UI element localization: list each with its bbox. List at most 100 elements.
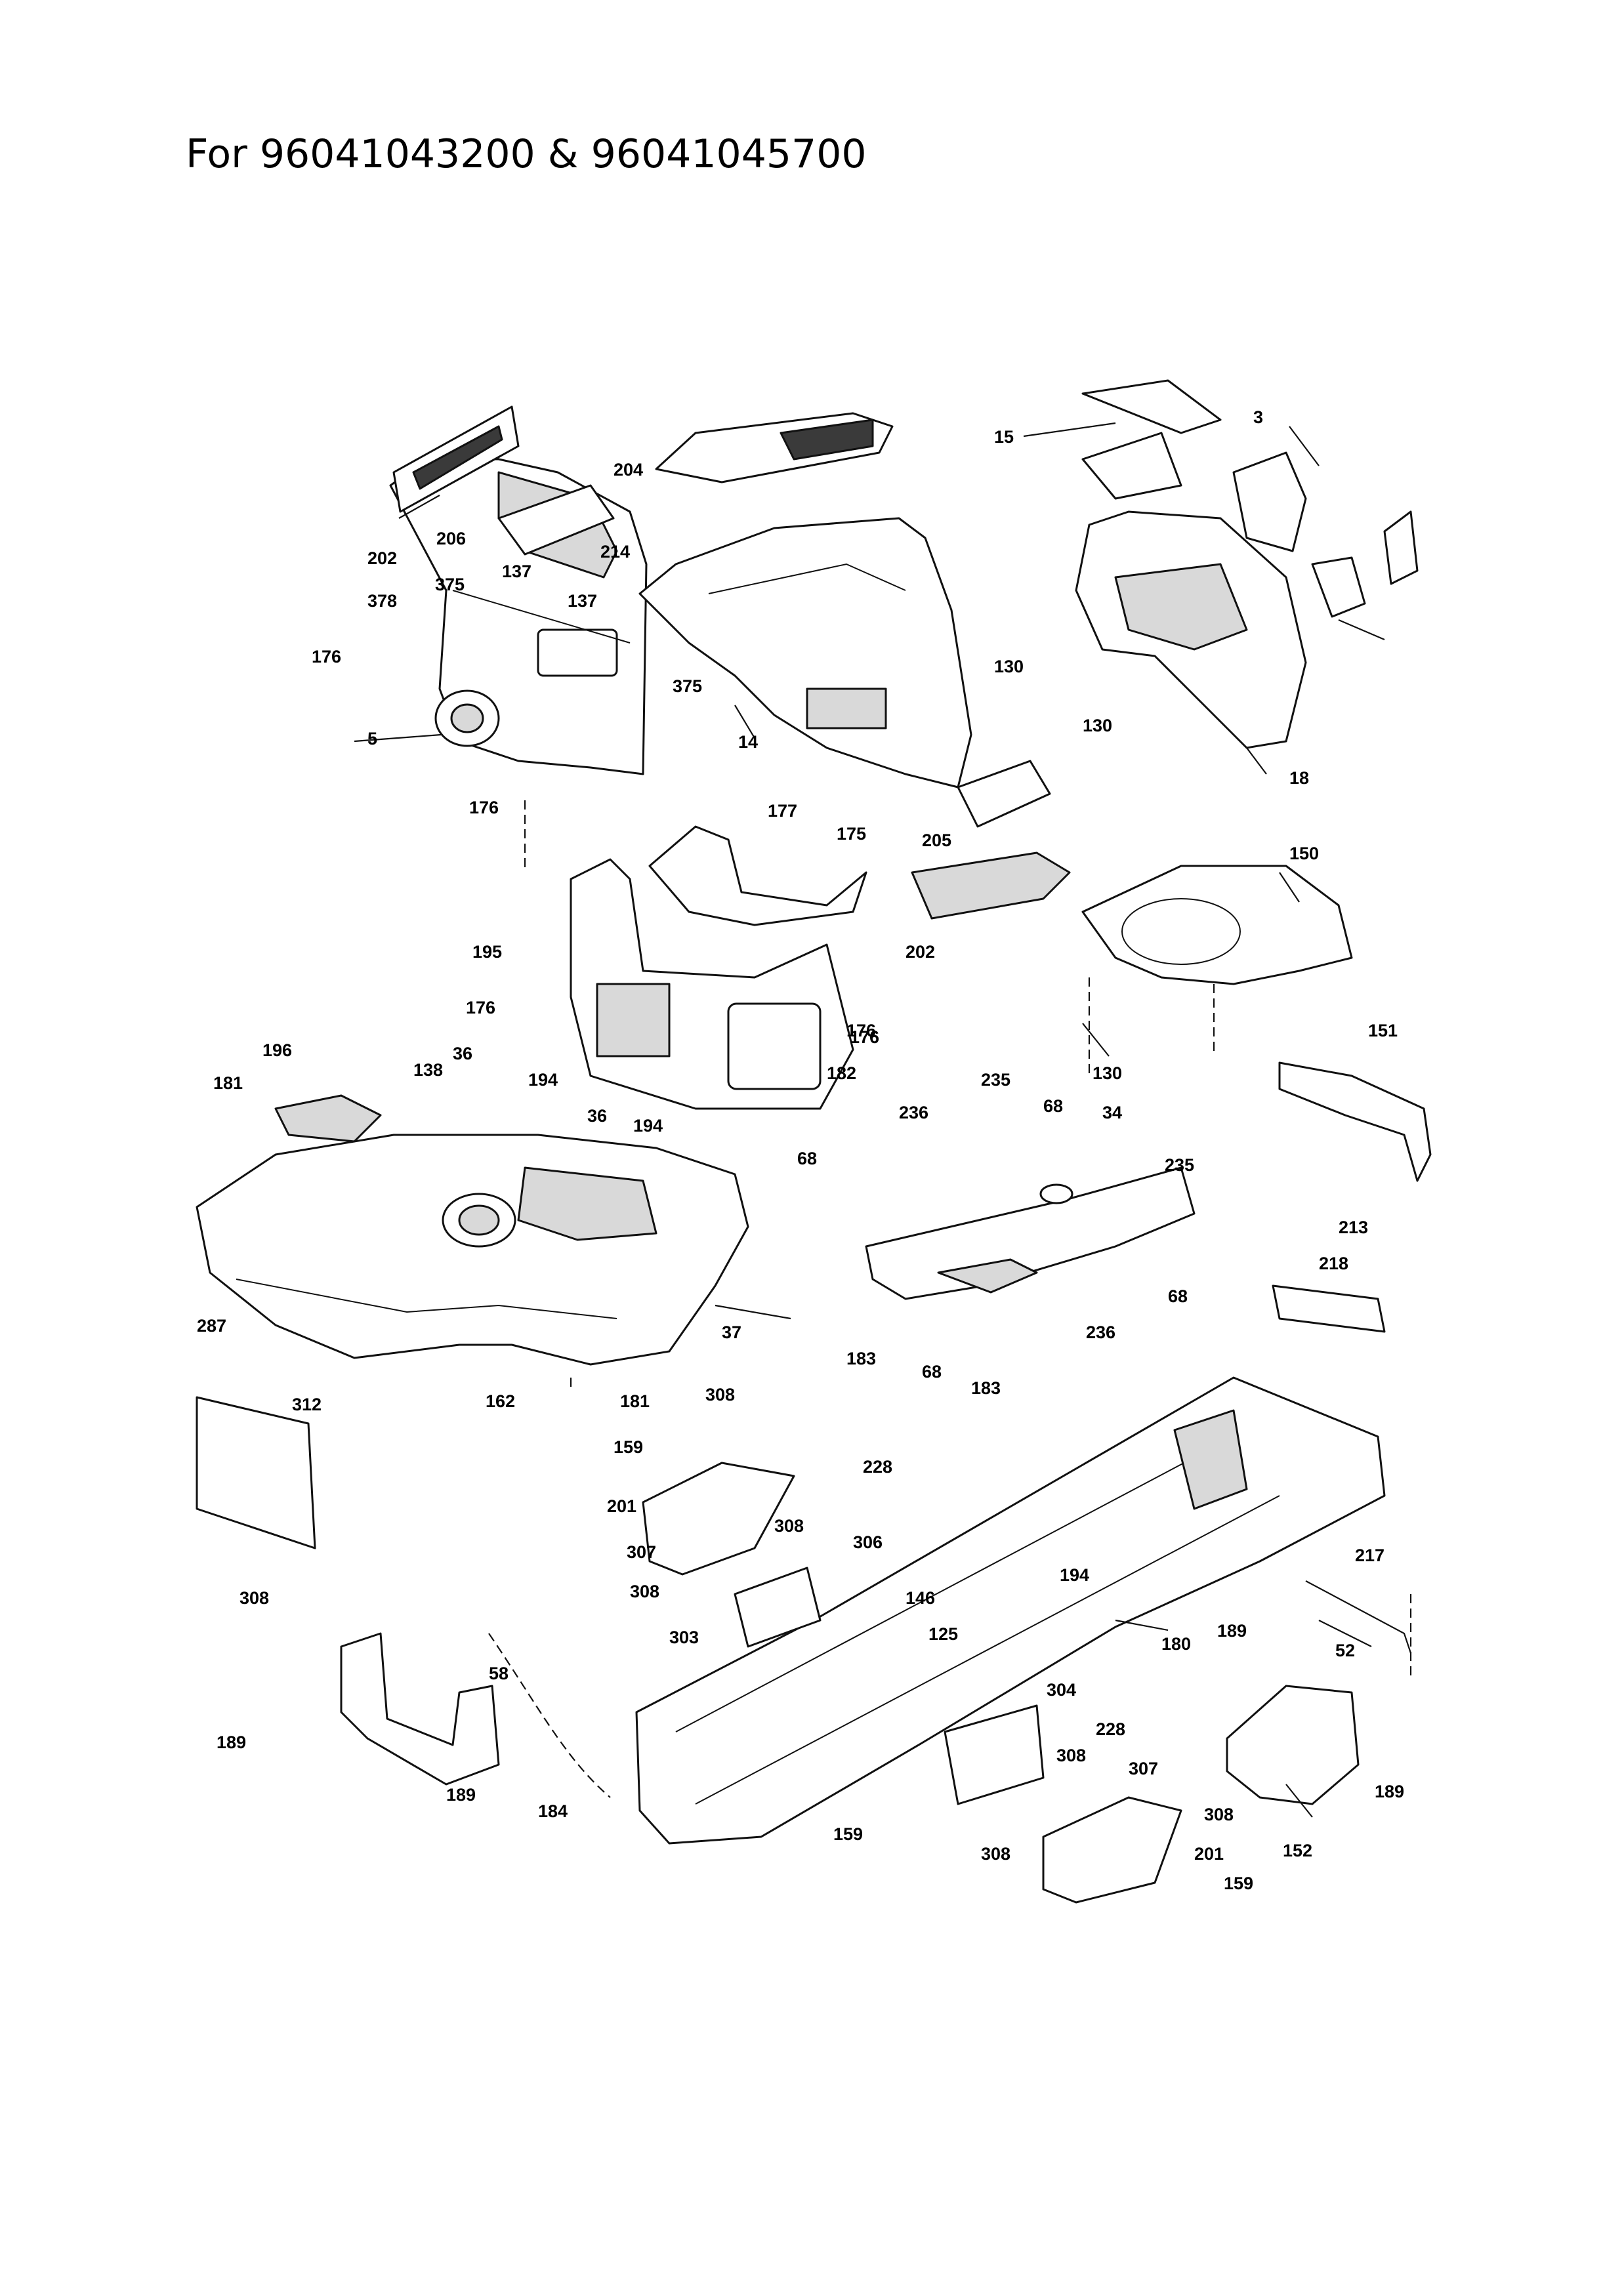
callout-137-a: 137 <box>502 562 531 581</box>
callout-137-b: 137 <box>568 591 597 611</box>
callout-194-a: 194 <box>528 1070 558 1090</box>
callout-195: 195 <box>472 942 502 962</box>
callout-217: 217 <box>1355 1546 1385 1565</box>
seat-plate-part <box>392 405 520 513</box>
callout-184: 184 <box>538 1801 568 1821</box>
callout-36-b: 36 <box>587 1106 607 1126</box>
callout-138: 138 <box>413 1060 443 1080</box>
callout-205: 205 <box>922 830 951 850</box>
callout-183-b: 183 <box>971 1378 1001 1398</box>
support-bracket-part <box>1278 1061 1432 1182</box>
callout-181-b: 181 <box>620 1391 650 1411</box>
callout-287: 287 <box>197 1316 226 1336</box>
callout-228-a: 228 <box>863 1457 892 1477</box>
callout-375-b: 375 <box>673 676 702 696</box>
dash-console-part <box>389 458 648 775</box>
callout-304: 304 <box>1047 1680 1076 1700</box>
callout-206: 206 <box>436 529 466 548</box>
callout-5: 5 <box>367 729 377 748</box>
callout-162: 162 <box>486 1391 515 1411</box>
callout-176-e: 176 <box>850 1027 879 1047</box>
callout-159-c: 159 <box>1224 1874 1253 1893</box>
callout-307-a: 307 <box>627 1542 656 1562</box>
callout-52: 52 <box>1335 1641 1355 1660</box>
callout-177: 177 <box>768 801 797 821</box>
callout-236-b: 236 <box>1086 1322 1115 1342</box>
grille-insert-part <box>911 851 1071 920</box>
trim-piece-part <box>957 760 1051 828</box>
rear-bracket-152-part <box>1226 1685 1360 1805</box>
callout-68-a: 68 <box>1043 1096 1063 1116</box>
callout-194-b: 194 <box>633 1116 663 1136</box>
rod-217-part <box>1305 1580 1412 1679</box>
callout-125: 125 <box>928 1624 958 1644</box>
small-cover-206 <box>497 484 615 556</box>
callout-218: 218 <box>1319 1254 1348 1273</box>
callout-308-d: 308 <box>630 1582 659 1601</box>
callout-306: 306 <box>853 1532 883 1552</box>
callout-196: 196 <box>262 1040 292 1060</box>
callout-181-a: 181 <box>213 1073 243 1093</box>
callout-183-a: 183 <box>846 1349 876 1368</box>
callout-159-b: 159 <box>833 1824 863 1844</box>
callout-130-a: 130 <box>994 657 1024 676</box>
callout-34: 34 <box>1102 1103 1122 1122</box>
panel-cap-part <box>274 1094 382 1143</box>
callout-213: 213 <box>1339 1218 1368 1237</box>
callout-194-c: 194 <box>1060 1565 1089 1585</box>
callout-146: 146 <box>906 1588 935 1608</box>
callout-189-c: 189 <box>446 1785 476 1805</box>
callout-303: 303 <box>669 1628 699 1647</box>
lower-dash-panel-part <box>570 858 854 1110</box>
callout-175: 175 <box>837 824 866 844</box>
callout-58: 58 <box>489 1664 509 1683</box>
callout-308-g: 308 <box>981 1844 1010 1864</box>
callout-308-a: 308 <box>705 1385 735 1404</box>
callout-36-a: 36 <box>453 1044 472 1063</box>
callout-378: 378 <box>367 591 397 611</box>
axle-bracket-307-part <box>642 1462 1182 1904</box>
callout-18: 18 <box>1289 768 1309 788</box>
callout-130-b: 130 <box>1093 1063 1122 1083</box>
callout-308-f: 308 <box>1204 1805 1234 1824</box>
frame-bracket-58-part <box>340 1632 500 1786</box>
callout-202-a: 202 <box>367 548 397 568</box>
callout-37: 37 <box>722 1322 741 1342</box>
page-title: For 96041043200 & 96041045700 <box>186 131 867 177</box>
callout-307-b: 307 <box>1129 1759 1158 1778</box>
callout-202-b: 202 <box>906 942 935 962</box>
main-frame-part <box>635 1376 1386 1845</box>
callout-176-c: 176 <box>466 998 495 1017</box>
callout-201-b: 201 <box>1194 1844 1224 1864</box>
callout-68-d: 68 <box>922 1362 942 1382</box>
callout-14: 14 <box>738 732 758 752</box>
callout-68-c: 68 <box>1168 1286 1188 1306</box>
leader-lines <box>354 422 1385 1818</box>
callout-214: 214 <box>600 542 630 562</box>
hood-bracket-part <box>648 825 867 926</box>
callout-204: 204 <box>614 460 643 480</box>
callout-308-e: 308 <box>1056 1746 1086 1765</box>
callout-15-a: 15 <box>994 427 1014 447</box>
callout-176-d: 176 <box>846 1021 876 1040</box>
callout-189-d: 189 <box>1375 1782 1404 1801</box>
callout-235-a: 235 <box>981 1070 1010 1090</box>
callout-68-b: 68 <box>797 1149 817 1168</box>
callout-228-b: 228 <box>1096 1719 1125 1739</box>
callout-151: 151 <box>1368 1021 1398 1040</box>
callout-176-a: 176 <box>312 647 341 666</box>
callout-189-b: 189 <box>217 1732 246 1752</box>
callout-3: 3 <box>1253 407 1263 427</box>
callout-235-b: 235 <box>1165 1155 1194 1175</box>
callout-189-a: 189 <box>1217 1621 1247 1641</box>
callout-312: 312 <box>292 1395 322 1414</box>
axle-bracket-303-part <box>734 1567 1045 1805</box>
mounting-plate-part <box>865 1166 1196 1300</box>
callout-176-b: 176 <box>469 798 499 817</box>
callout-130-c: 130 <box>1083 716 1112 735</box>
hood-top-cover <box>655 412 894 483</box>
callout-201-a: 201 <box>607 1496 636 1516</box>
bracket-218-part <box>1272 1284 1386 1333</box>
fender-liner-part <box>1081 865 1353 985</box>
